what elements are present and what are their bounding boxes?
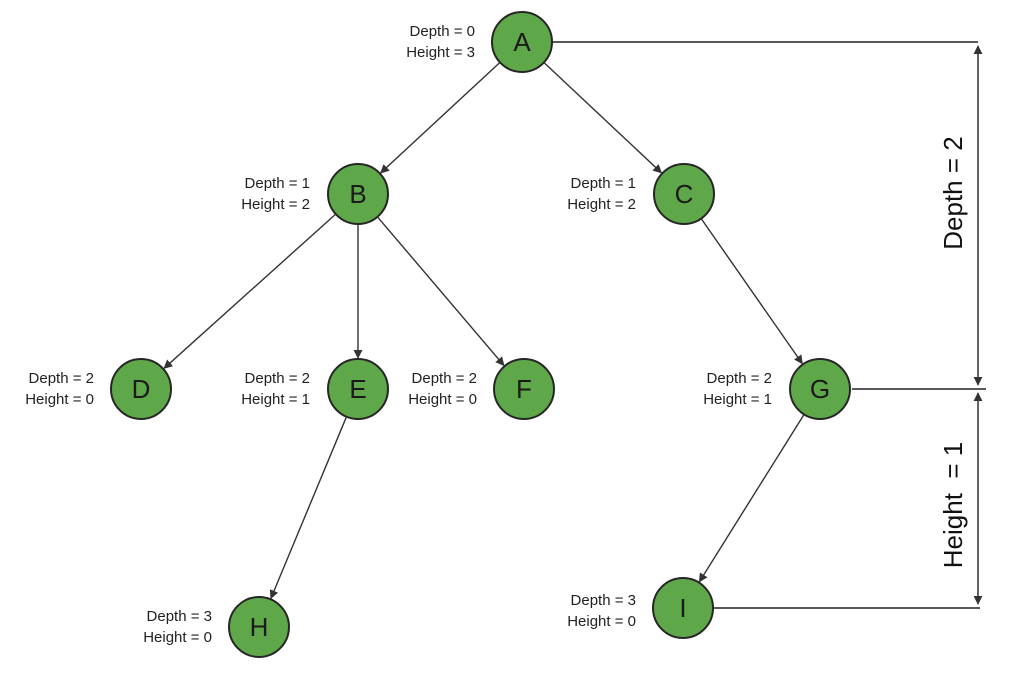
node-label-a: A	[513, 27, 531, 57]
node-label-f: F	[516, 374, 532, 404]
depth-bracket-label: Depth = 2	[938, 136, 968, 249]
node-label-b: B	[349, 179, 366, 209]
tree-node-g: G Depth = 2 Height = 1	[703, 358, 851, 420]
edge-a-c	[543, 61, 663, 174]
tree-node-f: F Depth = 2 Height = 0	[408, 358, 555, 420]
node-circle-f	[493, 358, 555, 420]
depth-text-a: Depth = 0	[410, 23, 475, 40]
edge-b-f	[376, 216, 505, 367]
tree-node-i: I Depth = 3 Height = 0	[567, 577, 714, 639]
node-label-d: D	[132, 374, 151, 404]
depth-text-g: Depth = 2	[707, 370, 772, 387]
edge-e-h	[269, 416, 348, 600]
node-label-c: C	[675, 179, 694, 209]
height-text-e: Height = 1	[241, 391, 310, 408]
tree-node-b: B Depth = 1 Height = 2	[241, 163, 389, 225]
depth-text-h: Depth = 3	[147, 608, 212, 625]
depth-text-d: Depth = 2	[29, 370, 94, 387]
node-label-i: I	[679, 593, 686, 623]
height-text-h: Height = 0	[143, 629, 212, 646]
height-text-i: Height = 0	[567, 613, 636, 630]
tree-node-e: E Depth = 2 Height = 1	[241, 358, 389, 420]
tree-node-d: D Depth = 2 Height = 0	[25, 358, 172, 420]
measurement-guides: Depth = 2 Height = 1	[552, 41, 986, 609]
depth-text-f: Depth = 2	[412, 370, 477, 387]
edge-b-d	[163, 213, 337, 369]
depth-text-i: Depth = 3	[571, 592, 636, 609]
node-layer: A Depth = 0 Height = 3 B Depth = 1 Height = 2…	[25, 11, 851, 658]
node-label-h: H	[250, 612, 269, 642]
depth-text-c: Depth = 1	[571, 175, 636, 192]
node-circle-i	[652, 577, 714, 639]
node-circle-b	[327, 163, 389, 225]
height-text-c: Height = 2	[567, 196, 636, 213]
tree-node-a: A Depth = 0 Height = 3	[406, 11, 553, 73]
edge-c-g	[700, 218, 803, 365]
node-circle-e	[327, 358, 389, 420]
node-circle-h	[228, 596, 290, 658]
tree-node-h: H Depth = 3 Height = 0	[143, 596, 290, 658]
edge-layer	[163, 61, 805, 600]
node-circle-a	[491, 11, 553, 73]
depth-text-b: Depth = 1	[245, 175, 310, 192]
node-circle-c	[653, 163, 715, 225]
height-text-d: Height = 0	[25, 391, 94, 408]
node-circle-g	[789, 358, 851, 420]
edge-g-i	[698, 414, 805, 583]
node-circle-d	[110, 358, 172, 420]
height-bracket-label: Height = 1	[938, 442, 968, 568]
node-label-e: E	[349, 374, 366, 404]
height-text-b: Height = 2	[241, 196, 310, 213]
tree-node-c: C Depth = 1 Height = 2	[567, 163, 715, 225]
height-text-f: Height = 0	[408, 391, 477, 408]
height-text-g: Height = 1	[703, 391, 772, 408]
height-text-a: Height = 3	[406, 44, 475, 61]
depth-text-e: Depth = 2	[245, 370, 310, 387]
node-label-g: G	[810, 374, 830, 404]
edge-a-b	[380, 61, 501, 174]
